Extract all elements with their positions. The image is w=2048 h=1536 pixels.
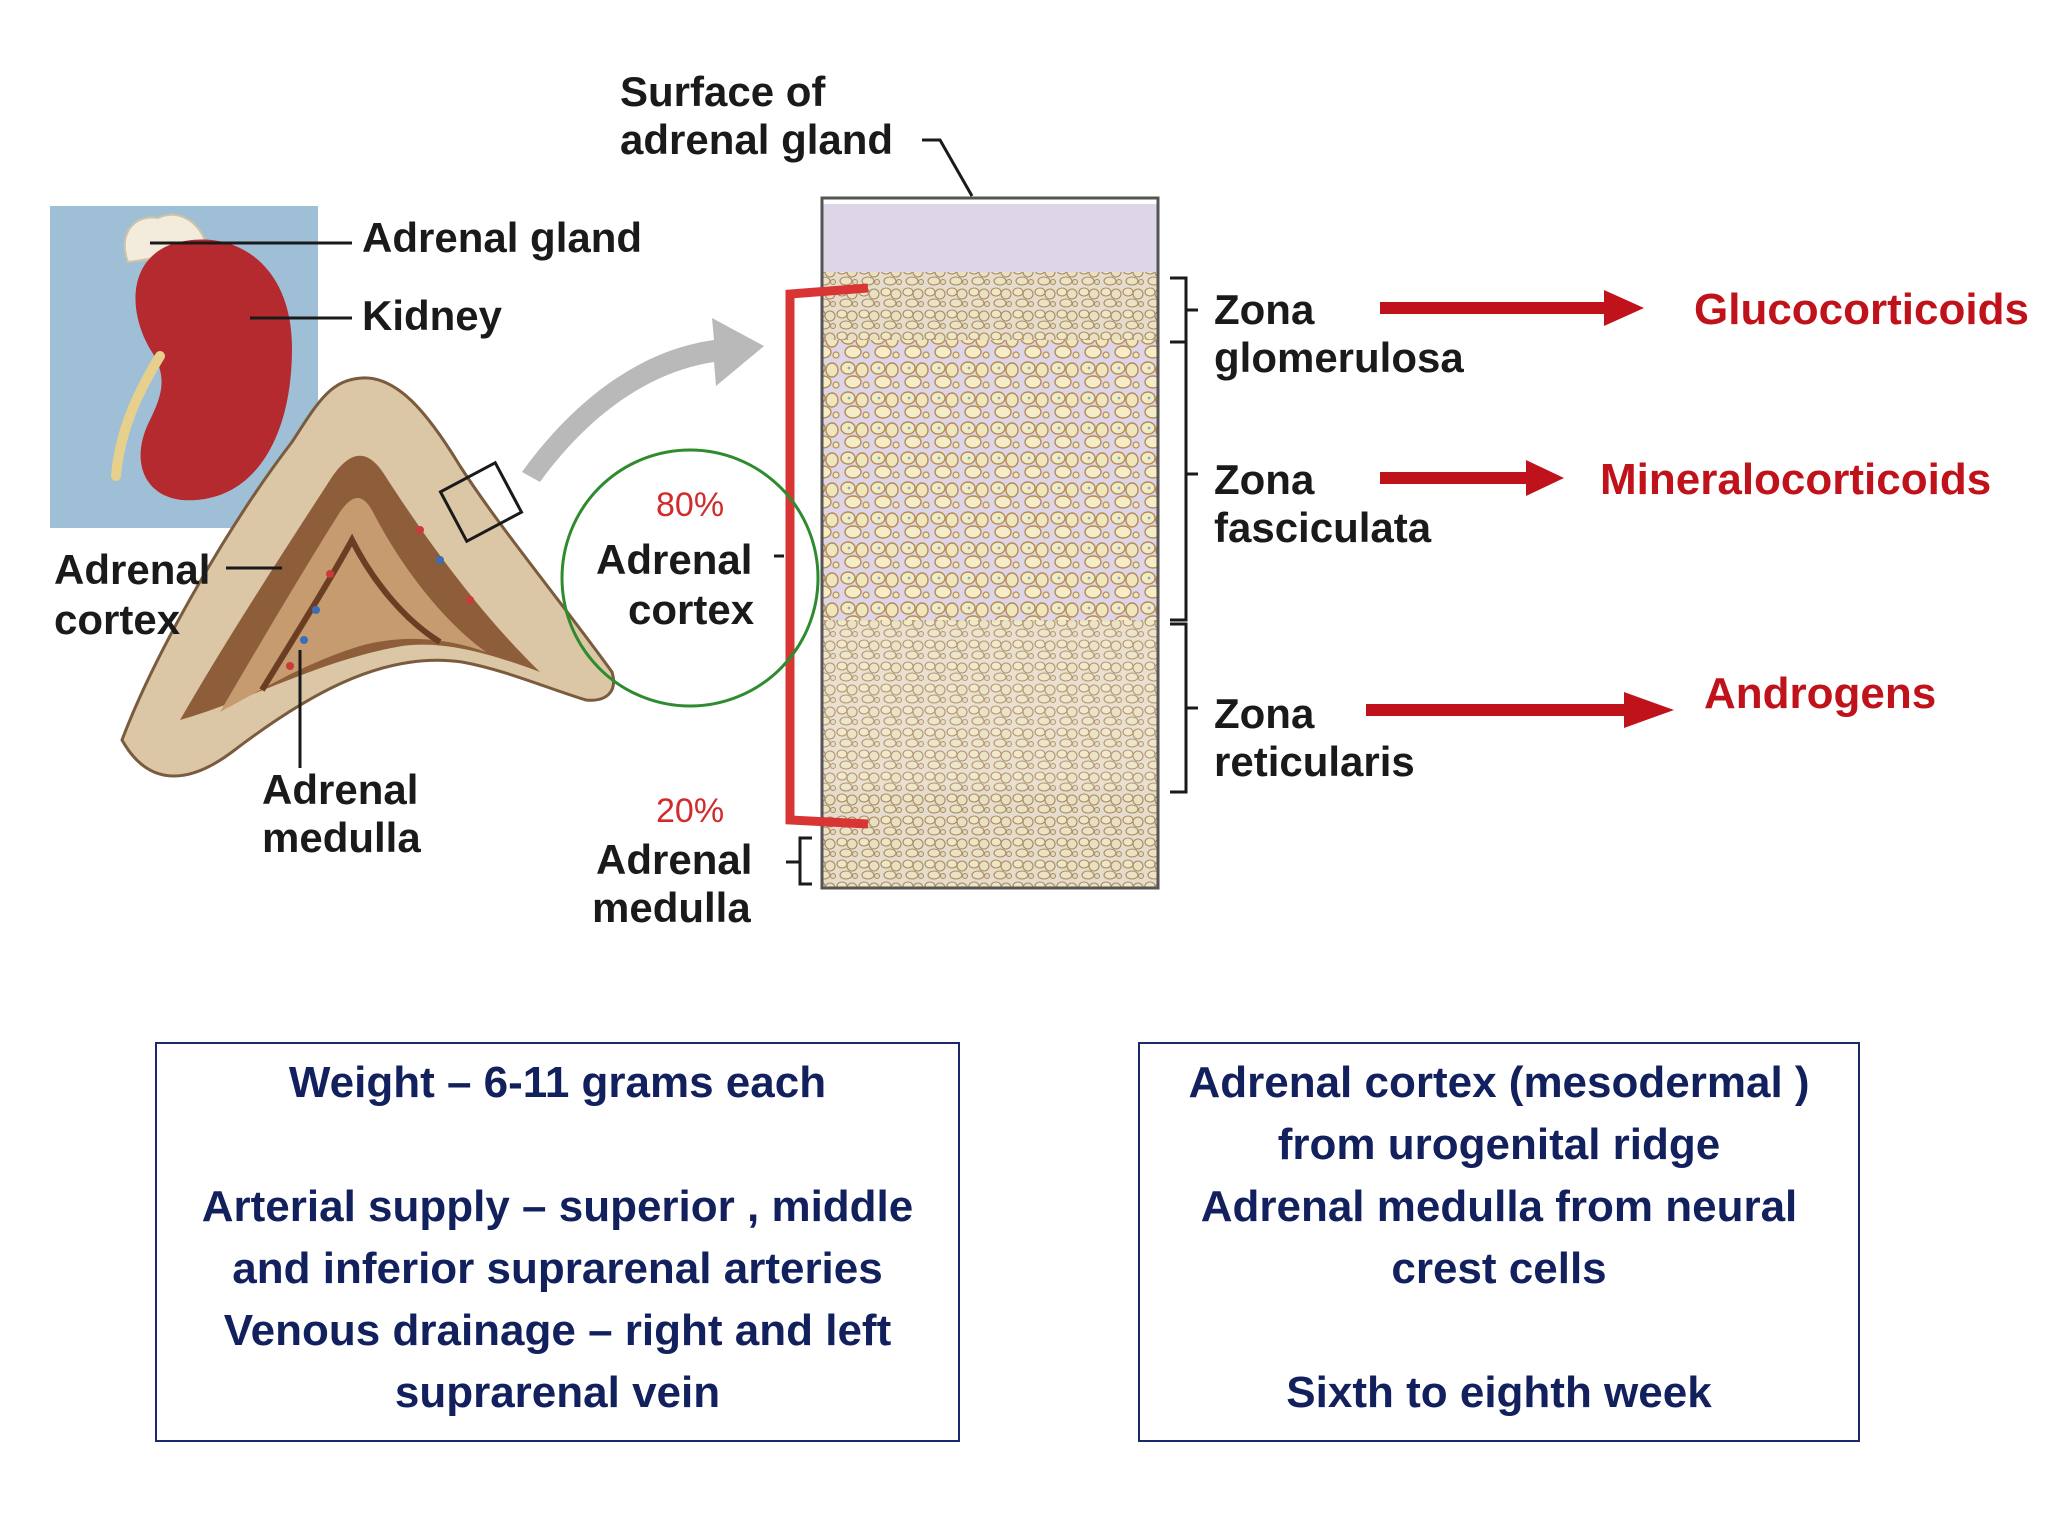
kidney-shape <box>135 239 292 501</box>
info-box-anatomy: Weight – 6-11 grams each Arterial supply… <box>155 1042 960 1442</box>
left-cortex-label-line2: cortex <box>54 596 181 643</box>
cortex-green-circle <box>560 448 820 708</box>
zona-glomerulosa-tissue <box>822 272 1158 342</box>
adrenal-cross-section <box>120 376 615 778</box>
left-medulla-label-line2: medulla <box>262 814 421 861</box>
hormone-androgens: Androgens <box>1704 669 1936 718</box>
zone-reticularis-line2: reticularis <box>1214 738 1415 785</box>
medulla-label-line2: medulla <box>592 884 751 931</box>
zone-fasciculata-line1: Zona <box>1214 456 1315 503</box>
dev-cortex-2: from urogenital ridge <box>1277 1120 1721 1169</box>
kidney-label: Kidney <box>362 292 503 339</box>
gland-central-vein <box>259 533 442 692</box>
info-venous-2: suprarenal vein <box>394 1368 721 1417</box>
dev-medulla-1: Adrenal medulla from neural <box>1200 1182 1798 1231</box>
info-arterial-1: Arterial supply – superior , middle <box>201 1182 914 1231</box>
left-medulla-label-line1: Adrenal <box>262 766 418 813</box>
histology-section <box>820 196 1160 890</box>
arrow-androgens <box>1366 692 1674 728</box>
left-cortex-label-line1: Adrenal <box>54 546 210 593</box>
surface-label-line2: adrenal gland <box>620 116 893 163</box>
zone-reticularis-line1: Zona <box>1214 690 1315 737</box>
arrow-glucocorticoids <box>1380 290 1644 326</box>
surface-label-line1: Surface of <box>620 68 826 115</box>
zona-fasciculata-tissue <box>822 340 1158 622</box>
bracket-reticularis <box>1170 622 1198 794</box>
magnify-box <box>438 460 524 544</box>
dev-medulla-2: crest cells <box>1391 1244 1607 1293</box>
cortex-percent: 80% <box>656 486 724 524</box>
cortex-red-bracket <box>785 283 869 829</box>
info-arterial-2: and inferior suprarenal arteries <box>232 1244 883 1293</box>
info-box-development: Adrenal cortex (mesodermal ) from urogen… <box>1138 1042 1860 1442</box>
zona-reticularis-tissue <box>822 620 1158 790</box>
leader-surface <box>922 138 974 197</box>
cortex-label-line2: cortex <box>628 586 755 633</box>
zone-glomerulosa-line2: glomerulosa <box>1214 334 1464 381</box>
hormone-glucocorticoids: Glucocorticoids <box>1694 285 2029 334</box>
cortex-label-line1: Adrenal <box>596 536 752 583</box>
capsule-surface <box>822 204 1158 274</box>
zoom-arrow <box>522 318 764 482</box>
medulla-label-line1: Adrenal <box>596 836 752 883</box>
info-weight: Weight – 6-11 grams each <box>288 1058 827 1107</box>
dev-spacer <box>1140 1300 1858 1362</box>
ureter <box>111 351 165 481</box>
arrow-mineralocorticoids <box>1380 460 1564 496</box>
medulla-tissue <box>822 788 1158 888</box>
zone-fasciculata-line2: fasciculata <box>1214 504 1432 551</box>
kidney-illustration <box>50 206 318 528</box>
info-spacer <box>157 1114 958 1176</box>
bracket-glomerulosa <box>1170 276 1198 344</box>
adrenal-gland-label: Adrenal gland <box>362 214 642 261</box>
zone-glomerulosa-line1: Zona <box>1214 286 1315 333</box>
dev-timing: Sixth to eighth week <box>1286 1368 1712 1417</box>
medulla-percent: 20% <box>656 792 724 830</box>
dev-cortex-1: Adrenal cortex (mesodermal ) <box>1188 1058 1810 1107</box>
bracket-fasciculata <box>1170 340 1198 622</box>
medulla-bracket <box>786 836 812 886</box>
gland-medulla <box>220 497 486 712</box>
info-venous-1: Venous drainage – right and left <box>223 1306 892 1355</box>
hormone-mineralocorticoids: Mineralocorticoids <box>1600 455 1991 504</box>
histology-frame <box>820 196 1160 890</box>
